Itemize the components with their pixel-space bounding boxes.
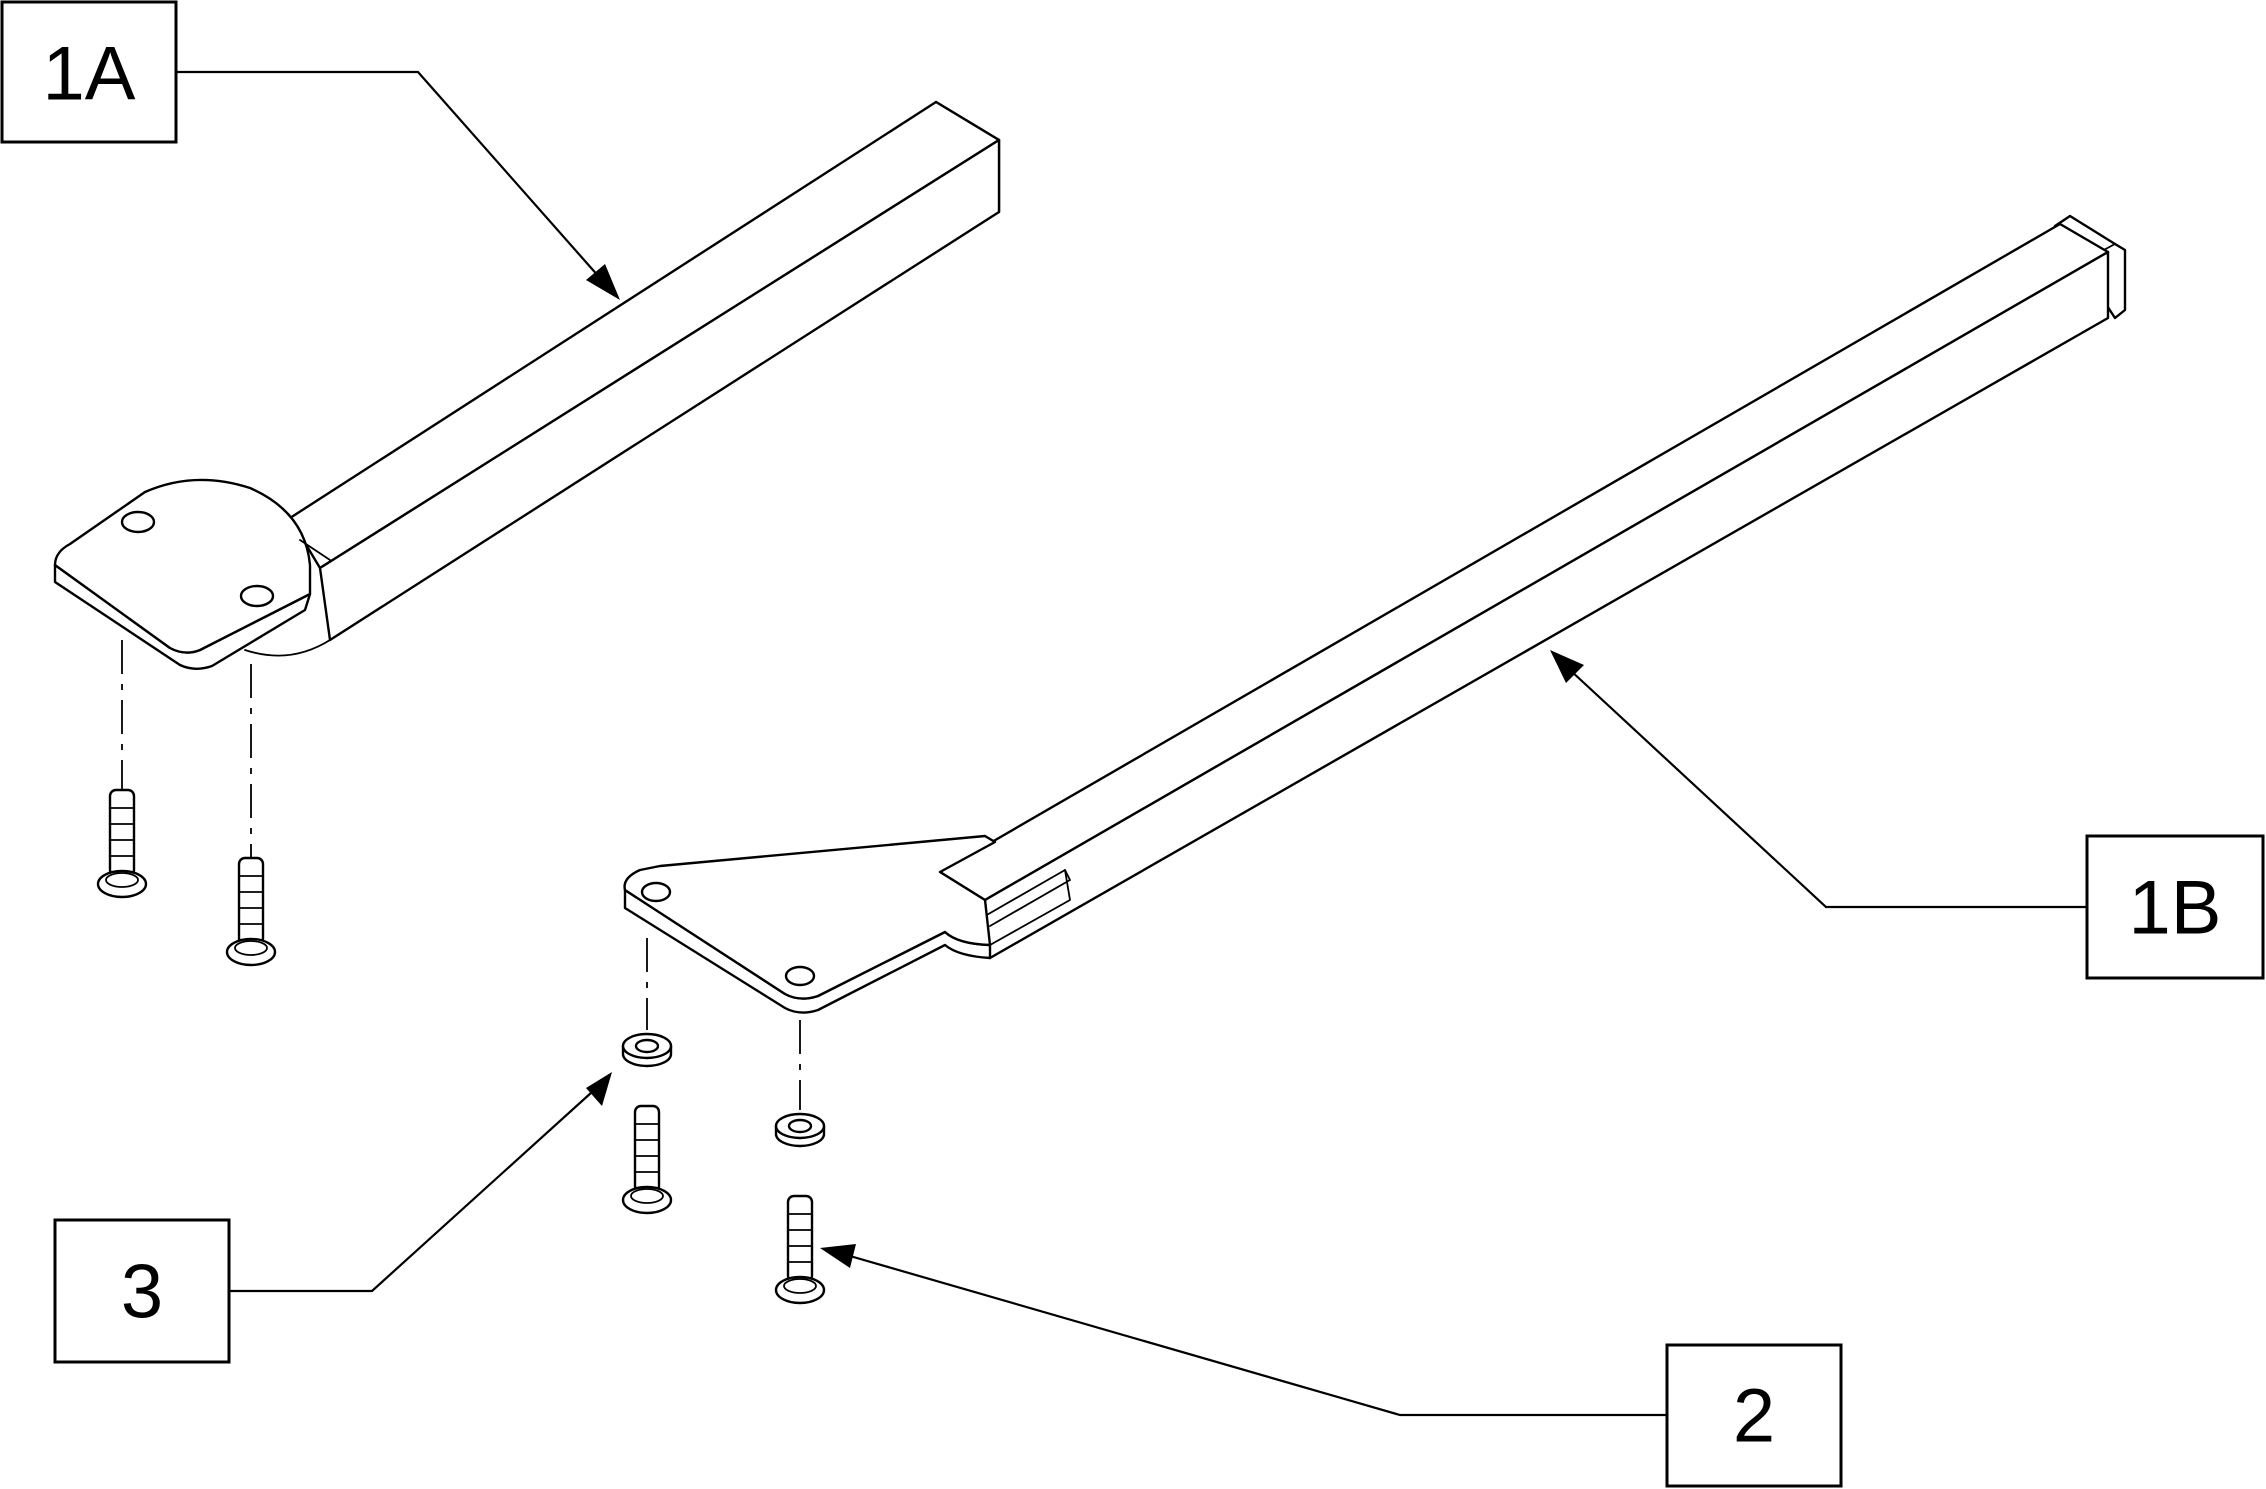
screw xyxy=(774,1194,826,1305)
part-1a-arm xyxy=(53,100,1001,670)
plate-hole xyxy=(640,881,672,903)
callout-2-label: 2 xyxy=(1733,1374,1775,1459)
leader-2 xyxy=(820,1244,1667,1417)
plate-hole xyxy=(239,584,275,608)
callout-1a-label: 1A xyxy=(43,32,136,117)
callout-1a: 1A xyxy=(0,0,178,144)
plate-hole xyxy=(784,965,816,987)
washer xyxy=(621,1032,673,1068)
screw xyxy=(225,856,277,967)
screw xyxy=(621,1104,673,1215)
callout-3: 3 xyxy=(53,1218,231,1364)
washer xyxy=(774,1112,826,1148)
assembly-axes xyxy=(121,640,801,1110)
leader-1a xyxy=(176,70,620,300)
callout-1b: 1B xyxy=(2085,834,2265,980)
screw xyxy=(96,788,148,899)
leader-1b xyxy=(1550,650,2087,909)
leader-3 xyxy=(229,1072,612,1293)
plate-hole xyxy=(120,510,156,534)
callout-2: 2 xyxy=(1665,1343,1843,1488)
callout-1b-label: 1B xyxy=(2129,866,2222,951)
part-1b-arm xyxy=(623,214,2127,1014)
callout-3-label: 3 xyxy=(121,1250,163,1335)
